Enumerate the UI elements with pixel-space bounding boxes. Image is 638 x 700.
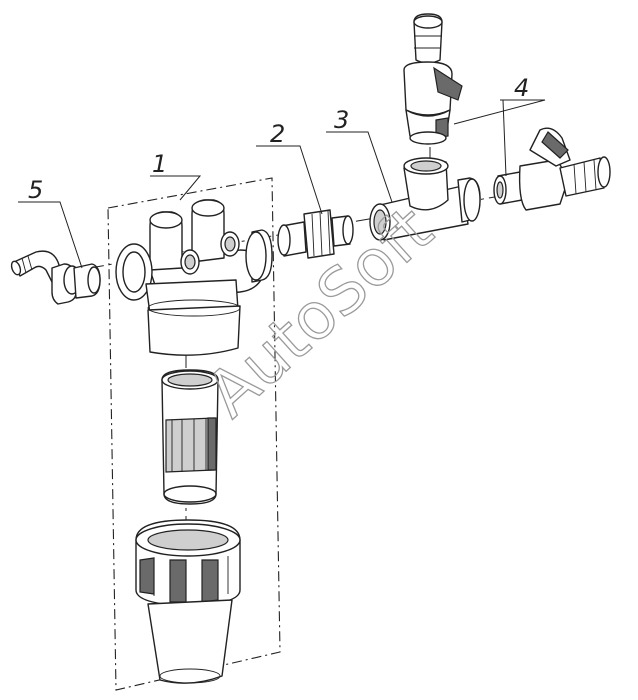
- part-4-right-valve: [493, 127, 611, 211]
- part-4-top-valve: [403, 13, 463, 145]
- callout-1: 1: [152, 150, 167, 178]
- part-2-nipple: [277, 209, 354, 259]
- part-1-filter-bowl: [135, 519, 241, 684]
- part-1-filter-cartridge: [161, 369, 219, 505]
- part-5-elbow-fitting: [10, 250, 101, 305]
- callout-3: 3: [334, 106, 349, 134]
- part-1-filter-head: [115, 199, 273, 356]
- leader-lines: [18, 99, 546, 269]
- part-3-tee: [369, 157, 481, 241]
- callout-5: 5: [28, 176, 43, 204]
- assembly-1-boundary: [107, 177, 281, 691]
- callout-4: 4: [514, 74, 529, 102]
- callout-2: 2: [270, 120, 285, 148]
